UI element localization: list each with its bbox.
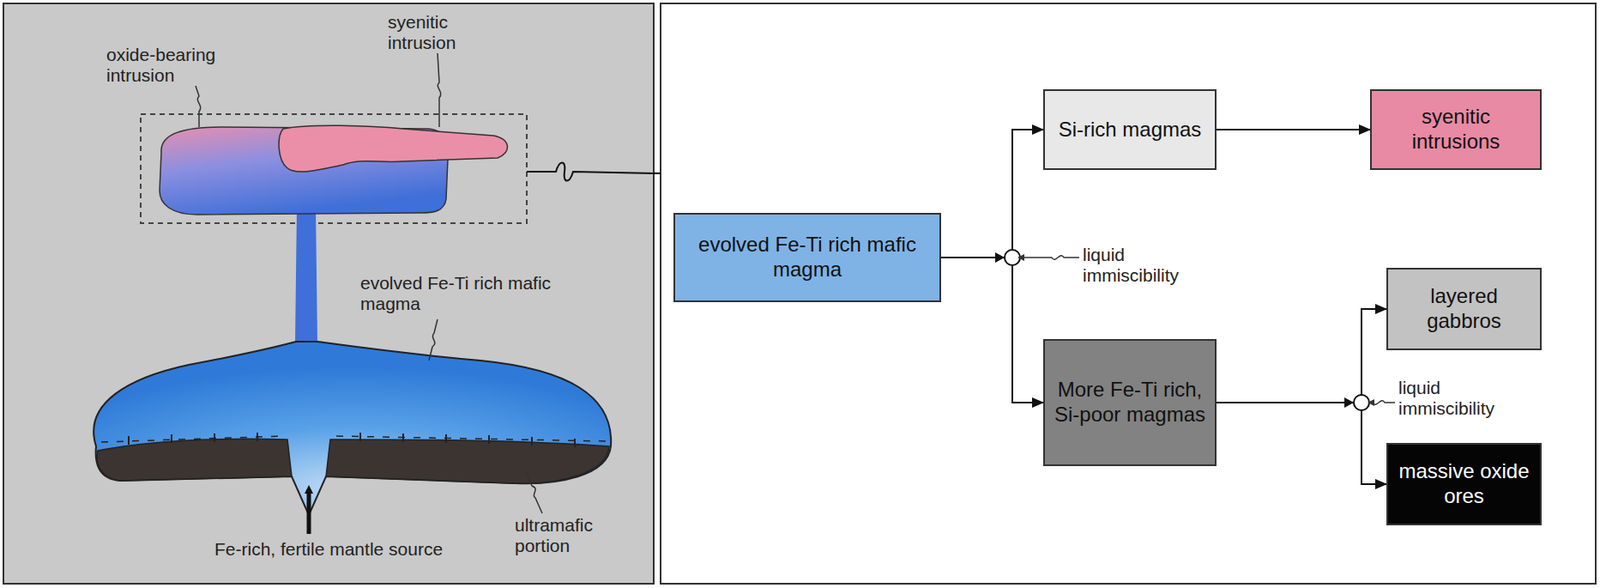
flow-arrow <box>1216 128 1371 131</box>
box-text: evolved Fe-Ti rich mafic magma <box>683 232 931 283</box>
process-box: More Fe-Ti rich, Si-poor magmas <box>1043 338 1217 466</box>
box-text: More Fe-Ti rich, Si-poor magmas <box>1053 377 1207 428</box>
result-box: layered gabbros <box>1386 267 1542 351</box>
annotation-label: liquid immiscibility <box>1082 244 1195 286</box>
annotation-label: Fe-rich, fertile mantle source <box>214 538 490 560</box>
annotation-label: liquid immiscibility <box>1398 377 1510 419</box>
annotation-label: ultramafic portion <box>514 514 610 556</box>
process-box: Si-rich magmas <box>1043 89 1217 170</box>
flow-arrow <box>941 257 1044 403</box>
process-box: evolved Fe-Ti rich mafic magma <box>673 212 942 302</box>
annotation-label: evolved Fe-Ti rich mafic magma <box>360 272 567 314</box>
annotation-label: syenitic intrusion <box>387 12 491 54</box>
result-box: massive oxide ores <box>1386 442 1542 526</box>
box-text: syenitic intrusions <box>1380 104 1532 155</box>
flow-arrow <box>941 129 1044 258</box>
flow-arrow <box>1216 308 1387 403</box>
box-text: layered gabbros <box>1396 283 1532 334</box>
annotation-label: oxide-bearing intrusion <box>106 44 278 86</box>
box-text: massive oxide ores <box>1396 458 1532 509</box>
box-text: Si-rich magmas <box>1058 117 1202 143</box>
flow-arrow <box>1216 402 1387 484</box>
result-box: syenitic intrusions <box>1370 89 1542 170</box>
